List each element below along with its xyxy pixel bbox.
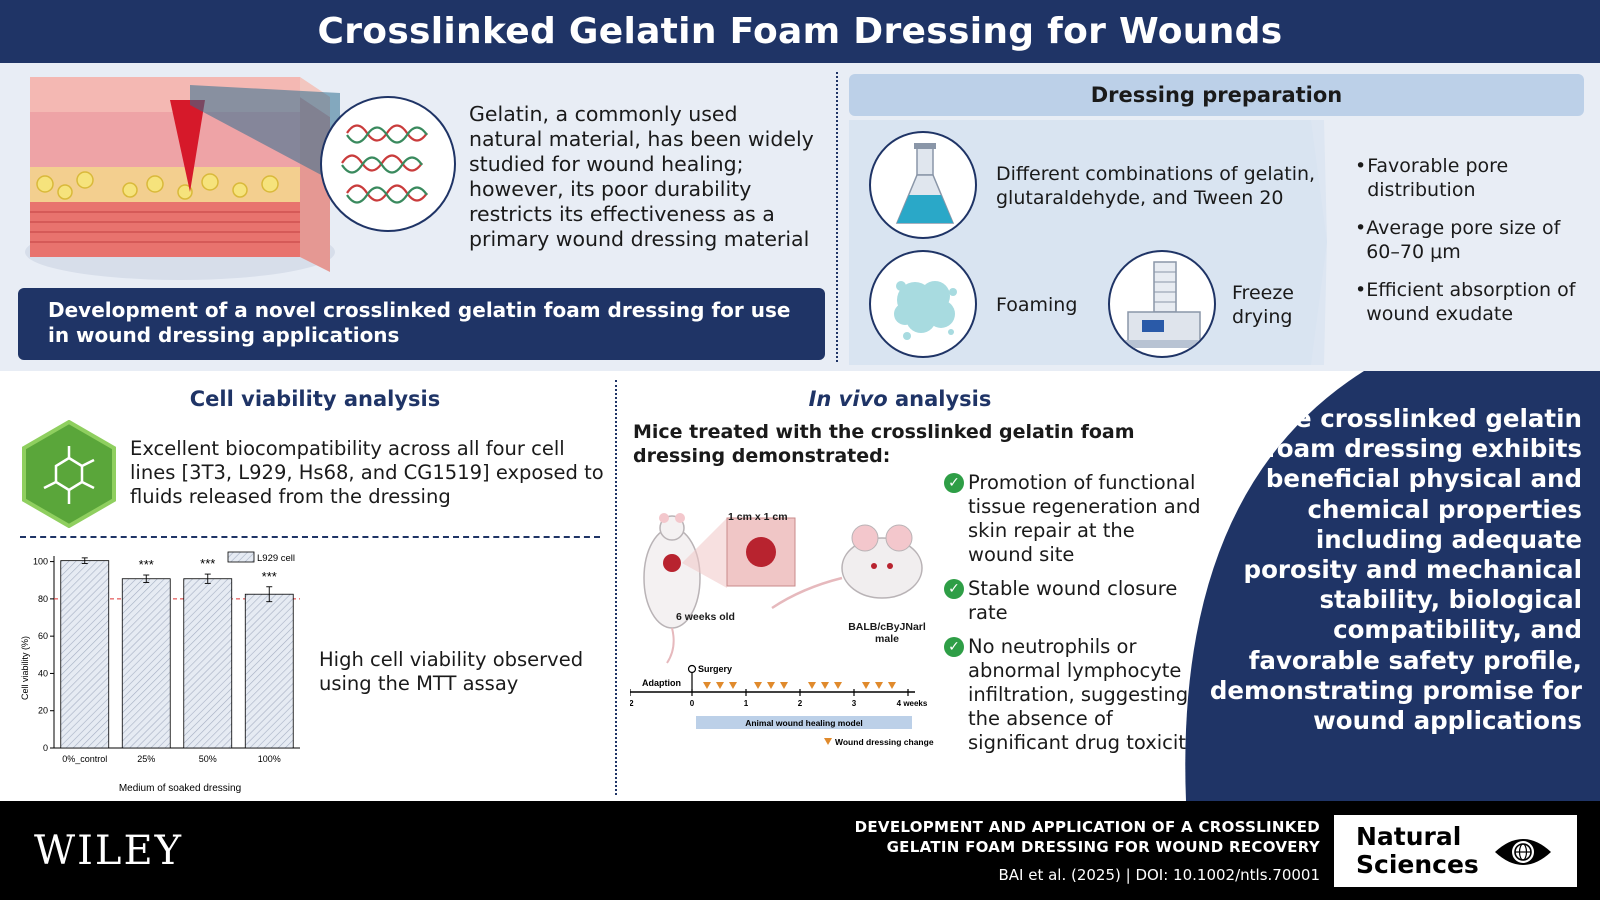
preparation-header: Dressing preparation: [849, 74, 1584, 116]
conclusion-panel: [1185, 371, 1600, 801]
freeze-dryer-icon: [1120, 261, 1208, 348]
publisher-logo: WILEY: [34, 828, 184, 874]
intro-text: Gelatin, a commonly used natural materia…: [469, 102, 814, 251]
chart-significance-label: ***: [262, 569, 277, 584]
flask-circle: [869, 131, 977, 239]
paper-title: DEVELOPMENT AND APPLICATION OF A CROSSLI…: [854, 818, 1320, 856]
chart-y-tick-label: 0: [43, 743, 48, 753]
freeze-dryer-circle: [1108, 250, 1216, 358]
journal-logo-text: Natural Sciences: [1356, 823, 1479, 879]
journal-name-line1: Natural: [1356, 822, 1462, 851]
legend-swatch: [227, 551, 255, 563]
timeline-tick: 3: [852, 699, 857, 708]
chart-bar: [244, 593, 294, 749]
chart-bar: [60, 560, 110, 749]
timeline-tick: 0: [690, 699, 695, 708]
gelatin-helix-circle: [320, 96, 456, 232]
timeline-tick: 4 weeks: [897, 699, 928, 708]
timeline-tick: -2: [630, 699, 634, 708]
bullet-item: •Favorable pore distribution: [1355, 154, 1590, 202]
in-vivo-title-rest: analysis: [887, 387, 992, 411]
cell-viability-title: Cell viability analysis: [189, 387, 441, 411]
step-foaming: Foaming: [996, 294, 1078, 316]
chart-bar: [183, 578, 233, 749]
timeline-legend: Wound dressing change: [835, 737, 934, 747]
chart-y-tick-label: 100: [33, 557, 48, 567]
timeline-model-bar: [696, 716, 912, 729]
chart-y-tick-label: 60: [38, 631, 48, 641]
timeline-adaption: Adaption: [642, 678, 681, 688]
result-text: Stable wound closure rate: [968, 577, 1178, 624]
in-vivo-title-italic: In vivo: [808, 387, 888, 411]
results-list: ✓ Promotion of functional tissue regener…: [944, 471, 1204, 755]
result-item: ✓ Promotion of functional tissue regener…: [944, 471, 1204, 567]
check-icon: ✓: [944, 637, 964, 657]
strain-sex: male: [875, 633, 899, 645]
legend-label: L929 cell: [257, 553, 295, 564]
cell-divider: [20, 536, 600, 538]
bullet-item: •Efficient absorption of wound exudate: [1355, 278, 1590, 326]
check-icon: ✓: [944, 473, 964, 493]
in-vivo-intro: Mice treated with the crosslinked gelati…: [633, 421, 1135, 467]
in-vivo-title: In vivo analysis: [620, 387, 1180, 411]
strain-name: BALB/cByJNarl: [848, 621, 926, 633]
journal-name-line2: Sciences: [1356, 850, 1479, 879]
timeline-model-label: Animal wound healing model: [745, 718, 863, 728]
chart-category-label: 0%_control: [62, 754, 107, 764]
bullet-text: Favorable pore distribution: [1367, 155, 1509, 201]
mouse-age-label: 6 weeks old: [676, 611, 735, 623]
chart-y-tick-label: 40: [38, 668, 48, 678]
chart-significance-label: ***: [139, 557, 154, 572]
foam-icon: [894, 281, 957, 340]
step-combination: Different combinations of gelatin, gluta…: [996, 163, 1316, 209]
chart-category-label: 100%: [258, 754, 281, 764]
biocompatibility-text: Excellent biocompatibility across all fo…: [130, 437, 604, 508]
bullet-item: •Average pore size of 60–70 μm: [1355, 216, 1590, 264]
footer: [0, 801, 1600, 900]
development-box: Development of a novel crosslinked gelat…: [18, 288, 825, 360]
chart-y-tick-label: 80: [38, 594, 48, 604]
chart-legend: L929 cell: [227, 551, 295, 564]
header-banner: Crosslinked Gelatin Foam Dressing for Wo…: [0, 0, 1600, 63]
molecule-hexagon-icon: [22, 420, 116, 528]
page-title: Crosslinked Gelatin Foam Dressing for Wo…: [317, 11, 1283, 52]
top-divider: [836, 72, 838, 362]
step-freeze-drying: Freeze drying: [1232, 282, 1294, 328]
mouse-illustration: [643, 513, 923, 664]
wound-size-label: 1 cm x 1 cm: [728, 511, 788, 523]
foam-circle: [869, 250, 977, 358]
globe-eye-icon: [1495, 839, 1551, 865]
preparation-bullets: •Favorable pore distribution •Average po…: [1355, 154, 1590, 326]
result-item: ✓ No neutrophils or abnormal lymphocyte …: [944, 635, 1204, 755]
cell-viability-bar-chart: 0 20 40 60 80 100 0%_control *** 25% *** 50% *** 10…: [20, 551, 300, 794]
zoom-connector: [190, 85, 340, 185]
chart-category-label: 25%: [137, 754, 155, 764]
timeline-tick: 1: [744, 699, 749, 708]
timeline-diagram: -2 0 1 2 3 4 weeks Adaption Surgery Anim…: [630, 664, 934, 747]
chart-y-axis-label: Cell viability (%): [20, 636, 30, 700]
strain-label: BALB/cByJNarl male: [846, 621, 928, 645]
bullet-text: Average pore size of 60–70 μm: [1366, 217, 1561, 263]
chart-y-tick-label: 20: [38, 706, 48, 716]
skin-wound-illustration: [25, 77, 335, 280]
bullet-text: Efficient absorption of wound exudate: [1366, 279, 1576, 325]
chart-bars: 0%_control *** 25% *** 50% *** 100%: [60, 556, 294, 764]
result-text: Promotion of functional tissue regenerat…: [968, 471, 1201, 566]
timeline-tick: 2: [798, 699, 803, 708]
result-text: No neutrophils or abnormal lymphocyte in…: [968, 635, 1198, 754]
timeline-surgery: Surgery: [698, 664, 732, 674]
middle-divider: [615, 380, 617, 795]
gelatin-helix-icon: [341, 124, 428, 204]
chart-significance-label: ***: [200, 556, 215, 571]
result-item: ✓ Stable wound closure rate: [944, 577, 1204, 625]
chart-bar: [121, 578, 171, 749]
chart-category-label: 50%: [199, 754, 217, 764]
flask-icon: [895, 143, 955, 224]
citation: BAI et al. (2025) | DOI: 10.1002/ntls.70…: [998, 866, 1320, 884]
mtt-text: High cell viability observed using the M…: [319, 648, 584, 695]
conclusion-text: The crosslinked gelatin foam dressing ex…: [1209, 404, 1582, 736]
check-icon: ✓: [944, 579, 964, 599]
chart-x-axis-label: Medium of soaked dressing: [119, 783, 241, 794]
